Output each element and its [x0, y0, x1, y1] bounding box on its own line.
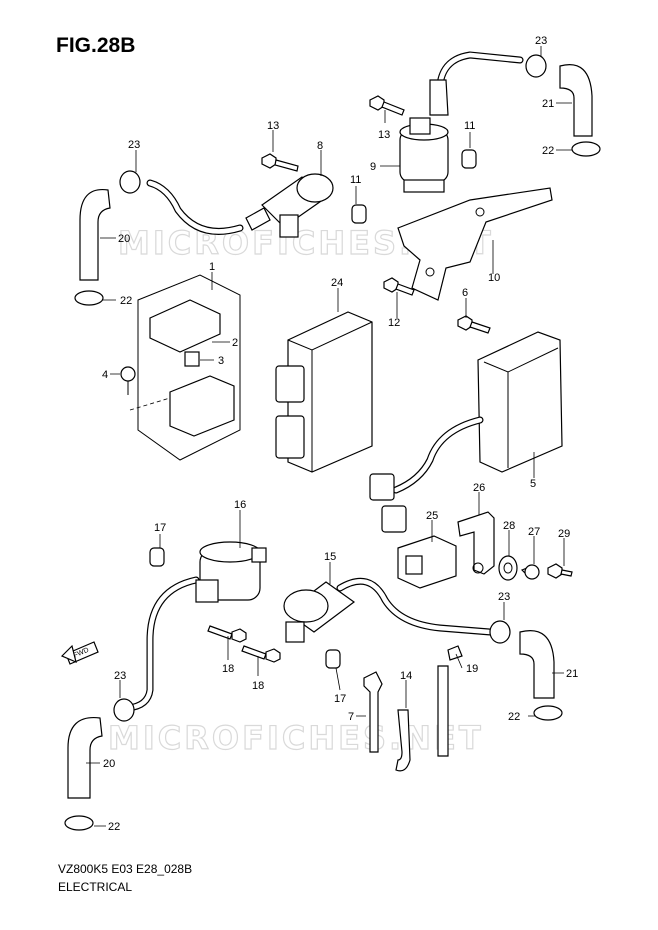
callout-27: 27: [528, 526, 540, 538]
callout-23: 23: [498, 591, 510, 603]
ignition-coil-lower-left: [124, 541, 267, 712]
bolt-13-left: [261, 153, 299, 172]
callout-13: 13: [378, 129, 390, 141]
model-code: VZ800K5 E03 E28_028B: [58, 862, 193, 876]
callout-4: 4: [102, 369, 108, 381]
callout-3: 3: [218, 355, 224, 367]
plug-cap-rear-top: [525, 54, 601, 157]
callout-10: 10: [488, 272, 500, 284]
callout-16: 16: [234, 499, 246, 511]
callout-21: 21: [566, 668, 578, 680]
callout-1: 1: [209, 261, 215, 273]
bracket-26: [457, 511, 495, 575]
callout-18: 18: [222, 663, 234, 675]
callout-28: 28: [503, 520, 515, 532]
plug-cap-front-top: [74, 170, 141, 306]
ignition-coil-rear: [399, 51, 524, 193]
callout-2: 2: [232, 337, 238, 349]
callout-19: 19: [466, 663, 478, 675]
section-name: ELECTRICAL: [58, 880, 133, 894]
callout-22: 22: [108, 821, 120, 833]
callout-22: 22: [508, 711, 520, 723]
coil-bracket: [397, 187, 553, 301]
ignitor-unit: [275, 311, 373, 473]
relay-25: [397, 535, 457, 589]
bolt-13-top: [369, 95, 405, 116]
figure-title: FIG.28B: [56, 34, 136, 57]
callout-29: 29: [558, 528, 570, 540]
callout-8: 8: [317, 140, 323, 152]
callout-12: 12: [388, 317, 400, 329]
spacer-17-center: [325, 649, 341, 669]
callout-15: 15: [324, 551, 336, 563]
screw-4: [120, 366, 136, 395]
clamp-7: [363, 671, 383, 753]
callout-22: 22: [120, 295, 132, 307]
callout-5: 5: [530, 478, 536, 490]
spacer-11-top: [461, 149, 477, 169]
bolt-18-b: [241, 645, 281, 663]
callout-17: 17: [154, 522, 166, 534]
callout-24: 24: [331, 277, 343, 289]
spacer-11-left: [351, 204, 367, 224]
ignition-coil-front: [146, 173, 334, 238]
watermark-bottom: MICROFICHES.NET: [108, 719, 484, 757]
callout-26: 26: [473, 482, 485, 494]
cable-tie-19: [437, 645, 463, 757]
relay-box: [129, 274, 241, 461]
callout-13: 13: [267, 120, 279, 132]
callout-11: 11: [350, 174, 361, 186]
callout-21: 21: [542, 98, 554, 110]
callout-23: 23: [114, 670, 126, 682]
callout-6: 6: [462, 287, 468, 299]
bolt-6: [457, 315, 491, 334]
clamp-14: [395, 709, 411, 772]
front-arrow-icon: FWD: [60, 641, 99, 665]
callout-20: 20: [103, 758, 115, 770]
spacer-17-left: [149, 547, 165, 567]
bolt-29: [547, 563, 573, 579]
callout-11: 11: [464, 120, 475, 132]
callout-7: 7: [348, 711, 354, 723]
callout-18: 18: [252, 680, 264, 692]
callout-20: 20: [118, 233, 130, 245]
bolt-12: [383, 277, 415, 296]
callout-22: 22: [542, 145, 554, 157]
ignition-coil-lower-center: [283, 577, 494, 643]
plug-cap-front-bottom: [64, 698, 135, 831]
bolt-18-a: [207, 625, 247, 643]
leader-lines: [86, 46, 572, 827]
callout-23: 23: [535, 35, 547, 47]
callout-9: 9: [370, 161, 376, 173]
callout-23: 23: [128, 139, 140, 151]
callout-14: 14: [400, 670, 412, 682]
collar-27: [520, 564, 540, 580]
plug-cap-rear-bottom: [489, 620, 563, 721]
regulator-rectifier: [369, 331, 563, 533]
callout-25: 25: [426, 510, 438, 522]
cushion-28: [498, 555, 518, 581]
callout-17: 17: [334, 693, 346, 705]
